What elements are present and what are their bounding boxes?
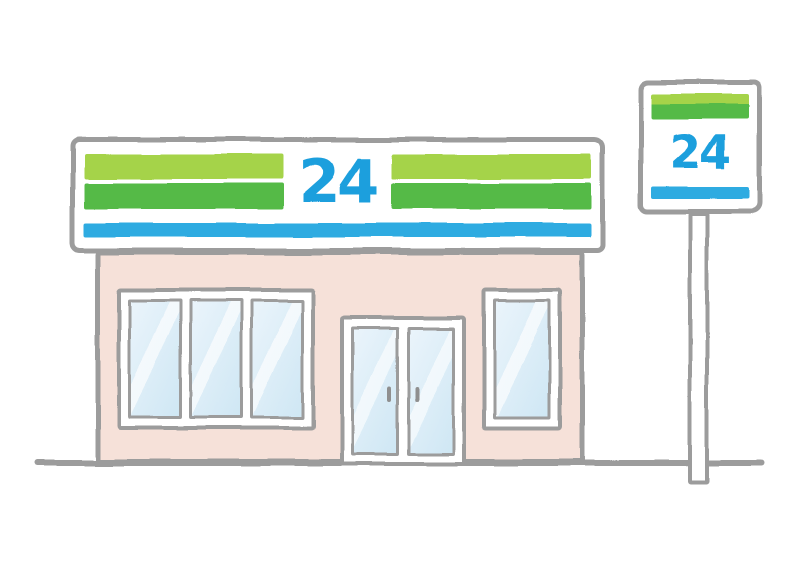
signboard-light-green-stripe-right: [391, 154, 591, 179]
pole-sign-blue-stripe: [651, 187, 749, 199]
store-signboard: 24: [70, 137, 605, 253]
signboard-24-text: 24: [298, 147, 380, 217]
pole-sign-24-text: 24: [669, 125, 732, 179]
door-panel-left: [351, 327, 399, 456]
sign-pole: [688, 212, 709, 484]
left-window-pane-3: [250, 299, 304, 419]
left-window-pane-2: [189, 299, 243, 419]
signboard-green-stripe-right: [391, 183, 591, 209]
right-window: [482, 288, 562, 430]
door-panel-right: [407, 327, 455, 456]
signboard-light-green-stripe-left: [84, 154, 284, 179]
pole-sign: 24: [638, 80, 762, 214]
left-window-pane-1: [128, 299, 182, 419]
pole-sign-green-stripe: [651, 94, 749, 119]
signboard-blue-stripe: [84, 223, 591, 237]
signboard-green-stripe-left: [84, 183, 284, 209]
left-window: [117, 288, 315, 430]
door-handle-left: [387, 386, 391, 402]
entrance-door: [340, 316, 466, 466]
door-handle-right: [415, 386, 419, 402]
right-window-pane: [493, 299, 551, 419]
